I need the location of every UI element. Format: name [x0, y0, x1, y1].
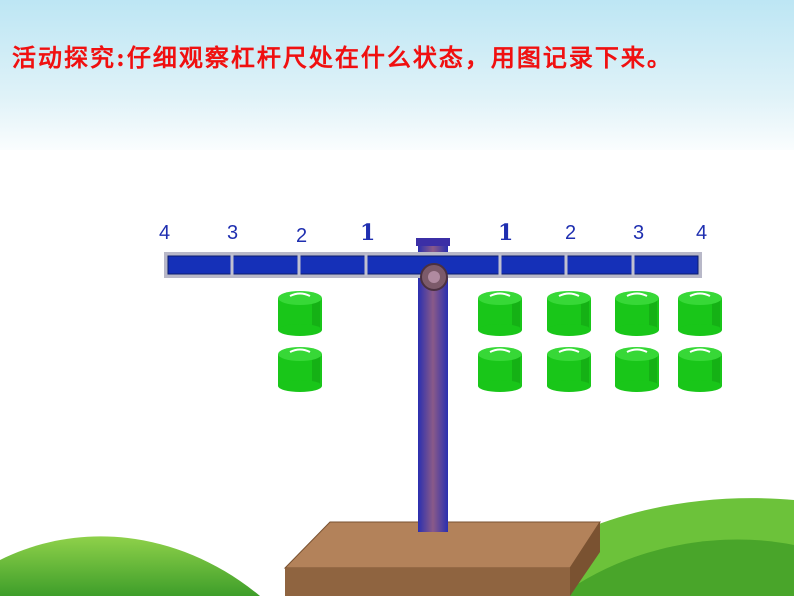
scale-label-left-3: 3	[227, 222, 239, 244]
weight-left-pos2	[278, 291, 322, 336]
scale-label-left-2: 2	[296, 225, 308, 247]
instruction-text: 活动探究:仔细观察杠杆尺处在什么状态，用图记录下来。	[12, 43, 673, 72]
scale-label-left-1: 1	[360, 220, 376, 246]
weight-right-pos4	[678, 347, 722, 392]
weight-right-pos2	[547, 291, 591, 336]
weight-right-pos1	[478, 347, 522, 392]
scale-label-right-2: 2	[565, 222, 577, 244]
weight-right-pos2	[547, 347, 591, 392]
weight-right-pos3	[615, 347, 659, 392]
weight-right-pos4	[678, 291, 722, 336]
scale-label-right-3: 3	[633, 222, 645, 244]
sky-band	[0, 0, 794, 160]
stand-base-side	[285, 568, 570, 596]
weight-right-pos3	[615, 291, 659, 336]
pole-cap	[416, 238, 450, 246]
weight-left-pos2	[278, 347, 322, 392]
scale-label-left-4: 4	[159, 222, 171, 244]
weights-group	[278, 291, 722, 392]
weight-right-pos1	[478, 291, 522, 336]
hill-right-front	[560, 539, 794, 596]
hill-left	[0, 536, 260, 596]
scale-label-right-4: 4	[696, 222, 708, 244]
scale-label-right-1: 1	[498, 220, 514, 246]
stand-base-edge	[570, 522, 600, 596]
